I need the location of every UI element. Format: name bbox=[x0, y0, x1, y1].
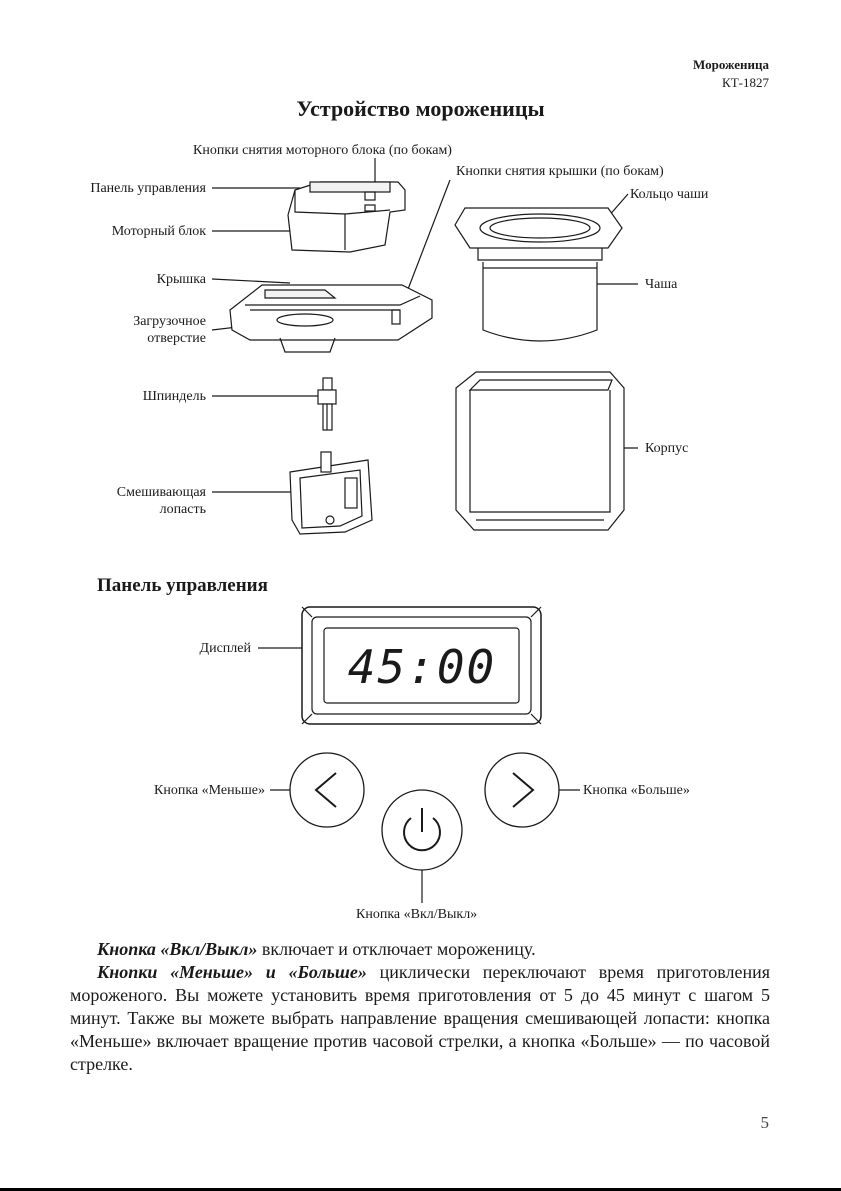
paragraph-2: Кнопки «Меньше» и «Больше» циклически пе… bbox=[70, 961, 770, 1076]
page-number: 5 bbox=[761, 1113, 770, 1133]
section-title-control-panel: Панель управления bbox=[97, 575, 268, 597]
body-art bbox=[456, 372, 624, 530]
label-paddle-2: лопасть bbox=[160, 501, 206, 518]
label-motor-block: Моторный блок bbox=[112, 223, 206, 240]
label-control-panel: Панель управления bbox=[90, 180, 206, 197]
label-power-button: Кнопка «Вкл/Выкл» bbox=[356, 906, 477, 923]
bowl-art bbox=[455, 208, 622, 341]
spindle-art bbox=[318, 378, 336, 430]
paragraph-2-emphasis: Кнопки «Меньше» и «Больше» bbox=[97, 962, 367, 982]
label-more-button: Кнопка «Больше» bbox=[583, 782, 690, 799]
label-display: Дисплей bbox=[200, 640, 251, 657]
label-loading-hole-1: Загрузочное bbox=[133, 313, 206, 330]
label-loading-hole-2: отверстие bbox=[147, 330, 206, 347]
label-lid-release: Кнопки снятия крышки (по бокам) bbox=[456, 163, 664, 180]
display-value: 45:00 bbox=[348, 640, 496, 694]
description-text: Кнопка «Вкл/Выкл» включает и отключает м… bbox=[70, 938, 770, 1076]
label-bowl: Чаша bbox=[645, 276, 677, 293]
label-spindle: Шпиндель bbox=[143, 388, 206, 405]
paragraph-1: Кнопка «Вкл/Выкл» включает и отключает м… bbox=[70, 938, 770, 961]
paddle-art bbox=[290, 452, 372, 534]
label-bowl-ring: Кольцо чаши bbox=[630, 186, 708, 203]
label-lid: Крышка bbox=[157, 271, 206, 288]
lid-art bbox=[230, 285, 432, 352]
label-body: Корпус bbox=[645, 440, 688, 457]
paragraph-1-emphasis: Кнопка «Вкл/Выкл» bbox=[97, 939, 257, 959]
less-button[interactable] bbox=[290, 753, 364, 827]
leader-lid bbox=[212, 279, 290, 283]
motor-block-art bbox=[288, 182, 405, 252]
more-button[interactable] bbox=[485, 753, 559, 827]
paragraph-1-rest: включает и отключает мороженицу. bbox=[257, 939, 535, 959]
label-motor-release: Кнопки снятия моторного блока (по бокам) bbox=[193, 142, 452, 159]
label-paddle-1: Смешивающая bbox=[117, 484, 206, 501]
label-less-button: Кнопка «Меньше» bbox=[154, 782, 265, 799]
